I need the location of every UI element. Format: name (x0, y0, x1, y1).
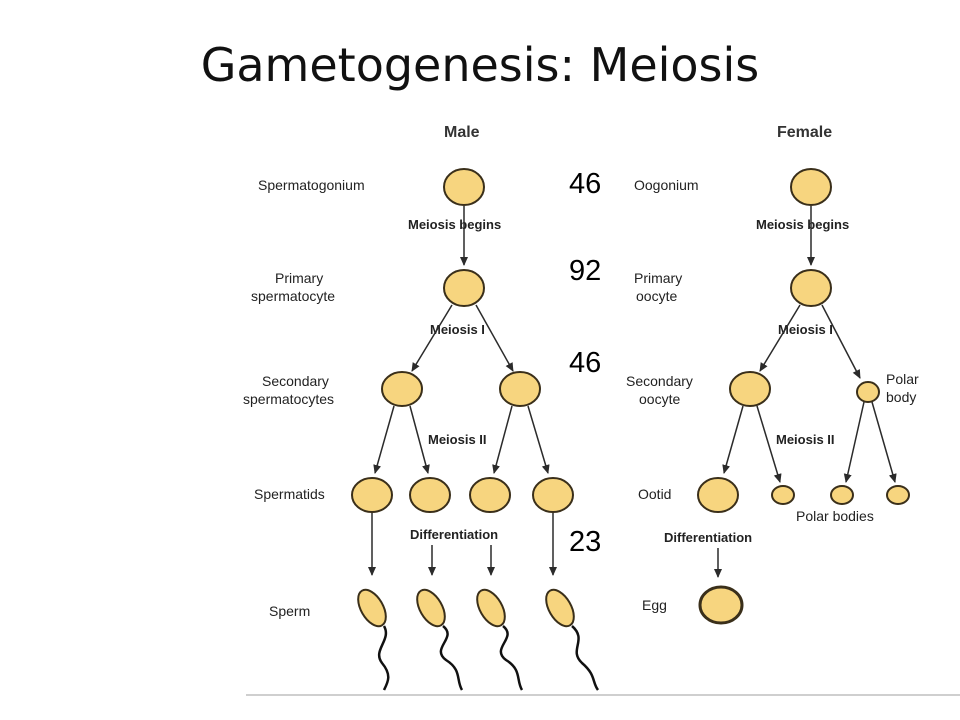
male-stage-sperm: Sperm (269, 603, 310, 619)
polar-body-cell (830, 485, 854, 505)
sperm-cell (357, 588, 390, 691)
female-stage-oogonium: Oogonium (634, 177, 699, 193)
chromosome-count: 46 (569, 168, 601, 200)
arrow (527, 405, 550, 474)
egg-cell (698, 585, 744, 625)
spermatogonium-cell (443, 168, 485, 206)
polar-body-cell (856, 381, 880, 403)
female-header: Female (777, 124, 832, 141)
sperm-cell (476, 588, 524, 691)
arrow (409, 405, 430, 474)
arrow (821, 304, 861, 379)
male-stage-secondary: Secondary (262, 373, 329, 389)
sperm-cell (545, 588, 600, 691)
female-stage-primary: Primary (634, 270, 682, 286)
arrow (722, 405, 744, 474)
male-process-meiosis-1: Meiosis I (430, 322, 485, 337)
polar-body-cell (771, 485, 795, 505)
secondary-spermatocyte-cell (499, 371, 541, 407)
male-process-differentiation: Differentiation (410, 527, 498, 542)
female-process-meiosis-2: Meiosis II (776, 432, 835, 447)
arrow (475, 304, 514, 372)
male-process-meiosis-2: Meiosis II (428, 432, 487, 447)
male-stage-spermatocytes: spermatocytes (243, 391, 334, 407)
female-stage-secondary: Secondary (626, 373, 693, 389)
secondary-spermatocyte-cell (381, 371, 423, 407)
slide-title: Gametogenesis: Meiosis (200, 38, 760, 92)
arrow (759, 304, 801, 372)
female-process-meiosis-begins: Meiosis begins (756, 217, 849, 232)
oogonium-cell (790, 168, 832, 206)
arrow (756, 405, 782, 483)
chromosome-count: 46 (569, 347, 601, 379)
male-stage-spermatocyte: spermatocyte (251, 288, 335, 304)
arrow (843, 401, 865, 483)
chromosome-count: 23 (569, 526, 601, 558)
female-process-meiosis-1: Meiosis I (778, 322, 833, 337)
arrow (871, 401, 897, 483)
male-header: Male (444, 124, 480, 141)
arrow (373, 405, 395, 474)
male-stage-spermatogonium: Spermatogonium (258, 177, 365, 193)
primary-oocyte-cell (790, 269, 832, 307)
female-stage-ootid: Ootid (638, 486, 671, 502)
female-process-differentiation: Differentiation (664, 530, 752, 545)
arrow (492, 405, 513, 474)
arrow (411, 304, 453, 372)
spermatid-cell (351, 477, 393, 513)
spermatid-cell (409, 477, 451, 513)
primary-spermatocyte-cell (443, 269, 485, 307)
polar-bodies-label: Polar bodies (796, 508, 874, 524)
female-stage-oocyte-2: oocyte (639, 391, 680, 407)
chromosome-count: 92 (569, 255, 601, 287)
male-process-meiosis-begins: Meiosis begins (408, 217, 501, 232)
ootid-cell (697, 477, 739, 513)
polar-body-cell (886, 485, 910, 505)
male-stage-spermatids: Spermatids (254, 486, 325, 502)
polar-body-label: Polar (886, 371, 919, 387)
female-stage-oocyte: oocyte (636, 288, 677, 304)
polar-body-label-2: body (886, 389, 916, 405)
sperm-cell (416, 588, 464, 691)
male-stage-primary: Primary (275, 270, 323, 286)
female-stage-egg: Egg (642, 597, 667, 613)
spermatid-cell (469, 477, 511, 513)
secondary-oocyte-cell (729, 371, 771, 407)
spermatid-cell (532, 477, 574, 513)
